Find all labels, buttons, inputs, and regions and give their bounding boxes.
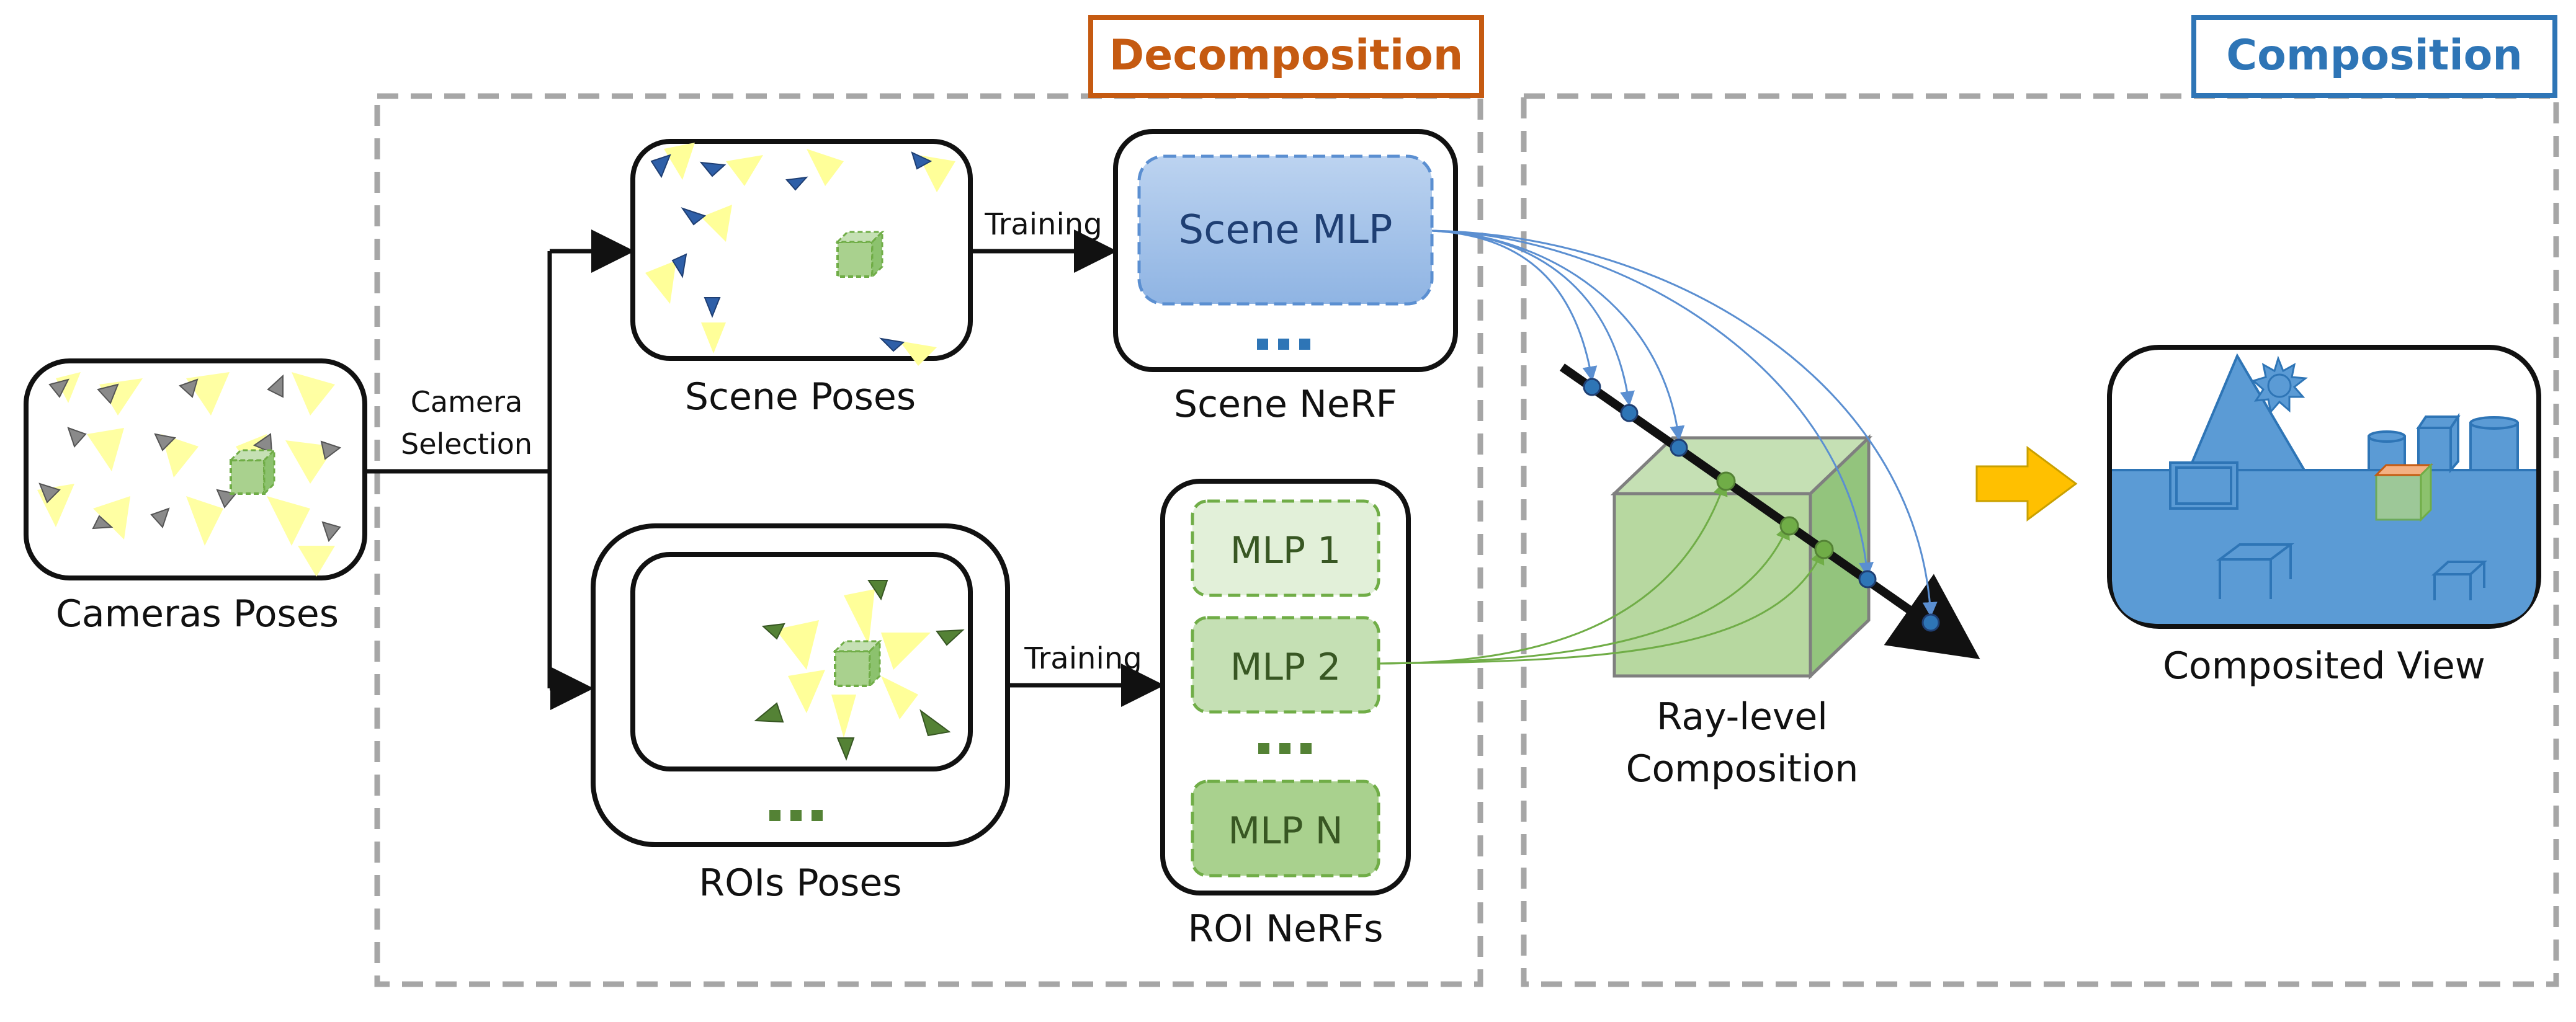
composited-view-label: Composited View [2163,644,2485,688]
scene-frustums [645,143,955,366]
decomposition-title: Decomposition [1109,31,1464,80]
cylinder-icon [2368,412,2519,474]
table-icon [2216,543,2488,600]
roi-nerfs-box: MLP 1 MLP 2 MLP N ROI NeRFs [1160,479,1411,951]
mlp-n-block [1191,780,1380,878]
scene-cameras [650,151,932,352]
scene-poses-panel: Scene Poses [630,139,973,419]
sun-icon [2251,355,2308,414]
roi-training-label: Training [1024,641,1142,676]
mlp-more-dots [1258,743,1312,754]
cameras-poses-panel: Cameras Poses [24,358,367,636]
scene-poses-label: Scene Poses [685,375,916,419]
cameras-poses-label: Cameras Poses [56,592,339,636]
ray-composition-label-line2: Composition [1626,747,1859,791]
composition-title: Composition [2226,31,2523,80]
box-icon [2169,461,2238,510]
scene-more-dots [1257,339,1310,350]
scene-mlp-label: Scene MLP [1179,207,1393,253]
ray-composition-label-line1: Ray-level [1657,695,1828,739]
composited-view-panel: Composited View [2107,345,2541,688]
decomposition-header: Decomposition [1088,15,1484,98]
decomposition-frame [374,93,1483,987]
roi-nerfs-label: ROI NeRFs [1188,907,1384,951]
roi-highlight [2374,463,2433,522]
scene-query-curves [1431,229,1938,617]
output-arrow-icon [1975,446,2078,522]
camera-frustums [37,372,335,577]
camera-selection-label-line1: Camera [411,385,523,419]
mlp-n-label: MLP N [1228,809,1343,853]
roi-more-dots [769,810,823,821]
roi-frustums [776,589,931,738]
camera-selection-label-line2: Selection [401,427,532,461]
roi-cube-center [833,639,882,688]
mlp-2-block [1191,616,1380,714]
scene-sample-points [1583,378,1940,632]
scene-training-label: Training [984,207,1102,242]
rois-poses-panel: ROIs Poses [591,523,1010,905]
roi-cube-small [228,448,277,496]
roi-cube-scene [835,229,885,279]
camera-cones [38,374,342,543]
roi-query-curves [1378,481,1825,665]
scene-mlp-block [1137,154,1434,306]
composition-frame [1521,93,2559,987]
rois-poses-label: ROIs Poses [699,861,901,905]
mlp-1-label: MLP 1 [1230,529,1341,572]
composition-header: Composition [2191,15,2557,98]
mlp-2-label: MLP 2 [1230,646,1341,689]
scene-nerf-label: Scene NeRF [1174,383,1397,426]
roi-cameras [754,580,965,761]
mlp-1-block [1191,499,1380,597]
camera-selection-connector [365,229,635,710]
roi-sample-points [1716,471,1834,559]
scene-nerf-box: Scene MLP Scene NeRF [1113,129,1458,426]
